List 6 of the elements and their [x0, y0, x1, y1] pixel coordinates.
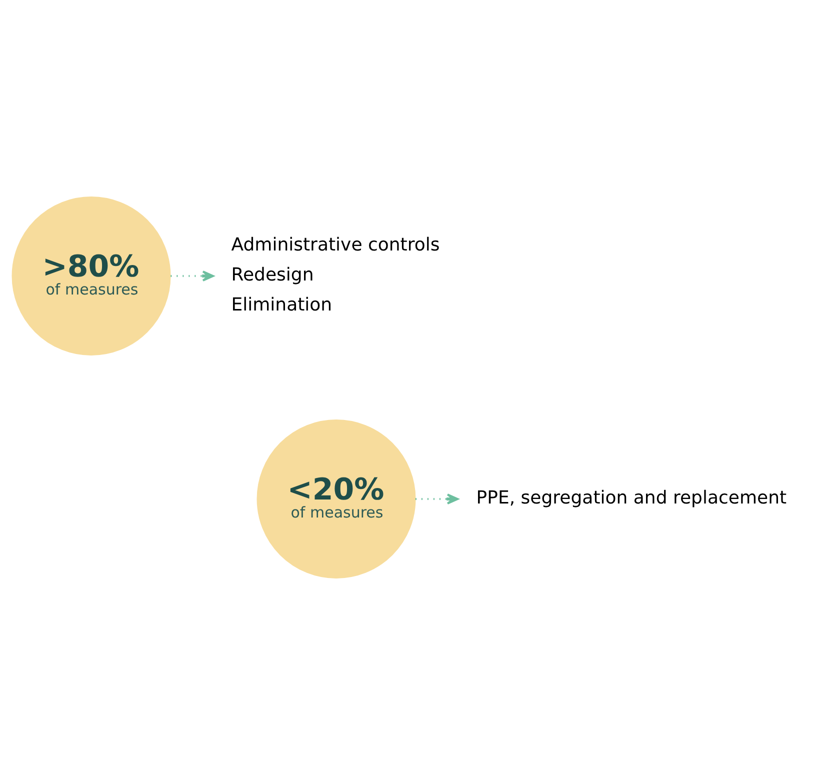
arrow — [170, 270, 214, 282]
node-text: Administrative controls Redesign Elimination — [231, 234, 440, 316]
node-circle: >80% of measures — [12, 196, 171, 356]
arrow — [415, 494, 459, 504]
node-circle: <20% of measures — [256, 420, 416, 578]
node-text: PPE, segregation and replacement — [476, 487, 787, 508]
